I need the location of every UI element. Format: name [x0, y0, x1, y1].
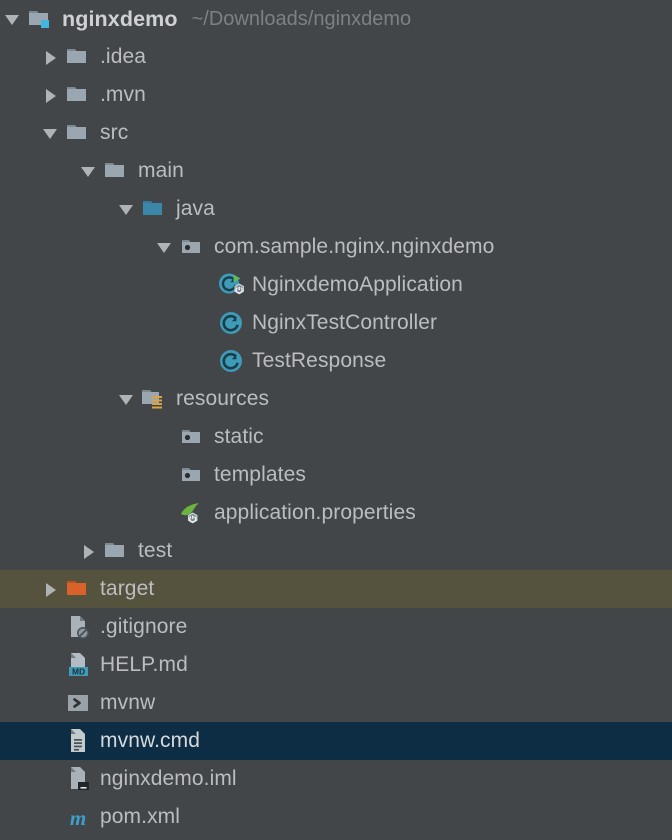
tree-row-label: java: [176, 197, 215, 220]
toggle-placeholder: [42, 798, 64, 836]
toggle-placeholder: [194, 304, 216, 342]
tree-row-label: resources: [176, 387, 270, 410]
chevron-right-icon[interactable]: [42, 38, 64, 76]
markdown-file-icon: MD: [64, 650, 94, 680]
chevron-down-icon[interactable]: [118, 190, 140, 228]
resources-root-folder-icon: [140, 384, 170, 414]
project-path-hint: ~/Downloads/nginxdemo: [191, 7, 412, 30]
folder-icon: [64, 80, 94, 110]
shell-script-icon: [64, 688, 94, 718]
tree-row-HELP-md[interactable]: MD HELP.md: [0, 646, 672, 684]
tree-row-mvn[interactable]: .mvn: [0, 76, 672, 114]
tree-row-label: HELP.md: [100, 653, 188, 676]
toggle-placeholder: [42, 608, 64, 646]
tree-row-application-properties[interactable]: application.properties: [0, 494, 672, 532]
tree-row-test[interactable]: test: [0, 532, 672, 570]
spring-properties-icon: [178, 498, 208, 528]
chevron-down-icon[interactable]: [4, 0, 26, 38]
tree-row-label: .mvn: [100, 83, 146, 106]
tree-row-pom-xml[interactable]: m pom.xml: [0, 798, 672, 836]
tree-row-static[interactable]: static: [0, 418, 672, 456]
tree-row-target[interactable]: target: [0, 570, 672, 608]
ignored-file-icon: [64, 612, 94, 642]
tree-row-nginxdemo-iml[interactable]: nginxdemo.iml: [0, 760, 672, 798]
toggle-placeholder: [156, 418, 178, 456]
toggle-placeholder: [42, 646, 64, 684]
tree-row-label: application.properties: [214, 501, 416, 524]
folder-icon: [102, 156, 132, 186]
tree-row-resources[interactable]: resources: [0, 380, 672, 418]
module-folder-icon: [26, 4, 56, 34]
chevron-right-icon[interactable]: [42, 76, 64, 114]
folder-icon: [64, 42, 94, 72]
tree-row-label: com.sample.nginx.nginxdemo: [214, 235, 495, 258]
toggle-placeholder: [42, 684, 64, 722]
tree-row-label: .idea: [100, 45, 147, 68]
tree-row-label: .gitignore: [100, 615, 188, 638]
tree-row-label: NginxTestController: [252, 311, 438, 334]
tree-row-label: src: [100, 121, 129, 144]
package-icon: [178, 422, 208, 452]
chevron-down-icon[interactable]: [42, 114, 64, 152]
tree-row-templates[interactable]: templates: [0, 456, 672, 494]
text-file-icon: [64, 726, 94, 756]
tree-row-label: templates: [214, 463, 306, 486]
spring-boot-class-run-icon: [216, 270, 246, 300]
toggle-placeholder: [156, 456, 178, 494]
tree-row-label: main: [138, 159, 184, 182]
toggle-placeholder: [156, 494, 178, 532]
chevron-right-icon[interactable]: [42, 570, 64, 608]
tree-row-label: nginxdemo: [62, 7, 178, 31]
tree-row-idea[interactable]: .idea: [0, 38, 672, 76]
source-root-folder-icon: [140, 194, 170, 224]
folder-icon: [64, 118, 94, 148]
tree-row-label: target: [100, 577, 155, 600]
package-icon: [178, 460, 208, 490]
java-class-icon: [216, 308, 246, 338]
tree-row-label: pom.xml: [100, 805, 181, 828]
tree-row-label: TestResponse: [252, 349, 387, 372]
tree-row-mvnw-cmd[interactable]: mvnw.cmd: [0, 722, 672, 760]
tree-row-label: test: [138, 539, 173, 562]
tree-row-label: nginxdemo.iml: [100, 767, 237, 790]
chevron-down-icon[interactable]: [156, 228, 178, 266]
chevron-down-icon[interactable]: [118, 380, 140, 418]
chevron-right-icon[interactable]: [80, 532, 102, 570]
toggle-placeholder: [194, 266, 216, 304]
toggle-placeholder: [42, 760, 64, 798]
toggle-placeholder: [42, 722, 64, 760]
tree-row-mvnw[interactable]: mvnw: [0, 684, 672, 722]
toggle-placeholder: [194, 342, 216, 380]
tree-row-NginxdemoApplication[interactable]: NginxdemoApplication: [0, 266, 672, 304]
tree-row-main[interactable]: main: [0, 152, 672, 190]
package-icon: [178, 232, 208, 262]
svg-text:MD: MD: [72, 667, 85, 677]
tree-row-java[interactable]: java: [0, 190, 672, 228]
tree-row-src[interactable]: src: [0, 114, 672, 152]
tree-row-gitignore[interactable]: .gitignore: [0, 608, 672, 646]
java-class-icon: [216, 346, 246, 376]
folder-icon: [102, 536, 132, 566]
module-file-icon: [64, 764, 94, 794]
tree-row-NginxTestController[interactable]: NginxTestController: [0, 304, 672, 342]
tree-row-label: mvnw.cmd: [100, 729, 200, 752]
chevron-down-icon[interactable]: [80, 152, 102, 190]
tree-row-label: NginxdemoApplication: [252, 273, 463, 296]
tree-row-nginxdemo[interactable]: nginxdemo ~/Downloads/nginxdemo: [0, 0, 672, 38]
svg-text:m: m: [70, 806, 86, 830]
tree-row-label: mvnw: [100, 691, 156, 714]
tree-row-TestResponse[interactable]: TestResponse: [0, 342, 672, 380]
maven-file-icon: m: [64, 802, 94, 832]
tree-row-label: static: [214, 425, 264, 448]
excluded-folder-icon: [64, 574, 94, 604]
tree-row-com-sample-nginx-nginxdemo[interactable]: com.sample.nginx.nginxdemo: [0, 228, 672, 266]
